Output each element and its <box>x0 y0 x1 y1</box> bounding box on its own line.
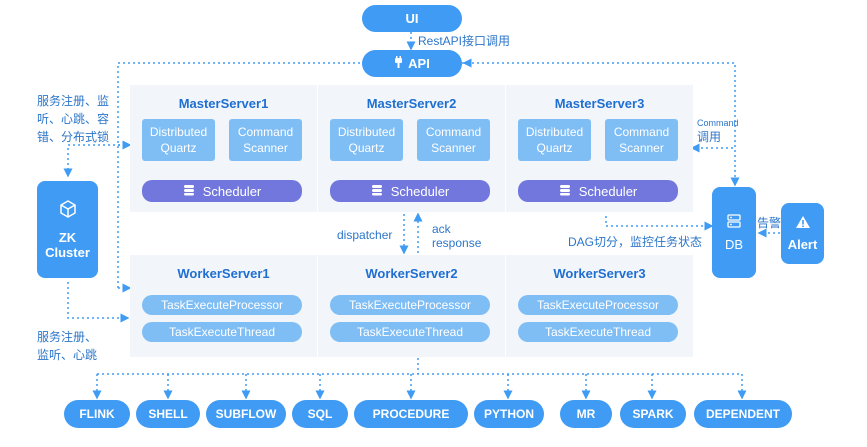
task-type-python: PYTHON <box>474 400 544 428</box>
task-execute-thread: TaskExecuteThread <box>142 322 302 342</box>
api-node: API <box>362 50 462 77</box>
scheduler-bar: Scheduler <box>330 180 490 202</box>
alarm-note: 告警 <box>757 216 782 230</box>
command-note: Command 调用 <box>697 118 739 144</box>
task-type-subflow: SUBFLOW <box>206 400 286 428</box>
task-type-spark: SPARK <box>620 400 686 428</box>
master-title: MasterServer1 <box>178 96 269 111</box>
scheduler-bar: Scheduler <box>142 180 302 202</box>
dag-note: DAG切分，监控任务状态 <box>568 235 703 249</box>
task-execute-thread: TaskExecuteThread <box>330 322 490 342</box>
registry-note-top: 服务注册、监听、心跳、容错、分布式锁 <box>37 94 110 144</box>
task-execute-processor: TaskExecuteProcessor <box>142 295 302 315</box>
registry-note-bottom: 服务注册、监听、心跳 <box>37 330 98 362</box>
worker-title: WorkerServer2 <box>365 266 458 281</box>
zk-cluster-node: ZK Cluster <box>37 181 98 278</box>
dispatcher-note: dispatcher <box>337 228 393 242</box>
database-icon <box>183 184 195 199</box>
task-type-dependent: DEPENDENT <box>694 400 792 428</box>
task-execute-thread: TaskExecuteThread <box>518 322 678 342</box>
rest-api-note: RestAPI接口调用 <box>418 34 511 48</box>
alert-node: Alert <box>781 203 824 264</box>
ui-label: UI <box>405 11 419 26</box>
cube-icon <box>58 199 78 222</box>
task-type-procedure: PROCEDURE <box>354 400 468 428</box>
ui-node: UI <box>362 5 462 32</box>
database-icon <box>371 184 383 199</box>
scheduler-bar: Scheduler <box>518 180 678 202</box>
task-type-sql: SQL <box>292 400 348 428</box>
db-label: DB <box>724 236 744 252</box>
worker-title: WorkerServer3 <box>553 266 646 281</box>
server-icon <box>727 213 741 231</box>
db-node: DB <box>712 187 756 278</box>
master-title: MasterServer2 <box>366 96 457 111</box>
task-type-mr: MR <box>560 400 612 428</box>
api-label: API <box>408 56 430 71</box>
alert-label: Alert <box>787 237 818 252</box>
task-type-shell: SHELL <box>136 400 200 428</box>
task-type-flink: FLINK <box>64 400 130 428</box>
plug-icon <box>394 56 403 71</box>
worker-title: WorkerServer1 <box>177 266 270 281</box>
zk-label-line1: ZK <box>58 230 77 245</box>
zk-label-line2: Cluster <box>45 245 90 260</box>
warning-icon <box>795 215 811 232</box>
database-icon <box>559 184 571 199</box>
task-execute-processor: TaskExecuteProcessor <box>518 295 678 315</box>
master-title: MasterServer3 <box>554 96 645 111</box>
task-execute-processor: TaskExecuteProcessor <box>330 295 490 315</box>
